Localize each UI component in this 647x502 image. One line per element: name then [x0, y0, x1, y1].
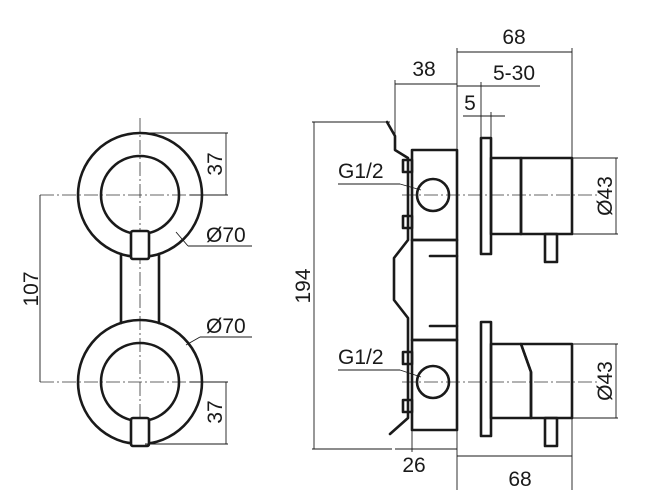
side-wall-bracket: [385, 120, 410, 436]
side-top-inlet-stub-lower: [401, 214, 414, 230]
dim-194-label: 194: [292, 268, 315, 303]
dim-37-bottom: 37: [145, 381, 228, 445]
side-top-inlet-circle: [415, 177, 451, 213]
dim-38-label: 38: [412, 58, 435, 81]
side-view: 194 68 38 5-30 5: [292, 26, 618, 491]
dim-diameter-43-top: Ø43: [572, 157, 618, 235]
dim-68-top-label: 68: [502, 26, 525, 49]
dim-26-label: 26: [402, 454, 425, 477]
dim-107-label: 107: [20, 271, 43, 306]
dim-38: 38: [394, 58, 457, 136]
dim-37-top-label: 37: [204, 152, 227, 175]
dim-68-bottom: 68: [456, 418, 573, 491]
dim-diameter-70-top-label: Ø70: [206, 224, 246, 247]
side-bottom-valve-body: [410, 338, 459, 432]
label-g12-bottom: G1/2: [338, 346, 422, 378]
dim-diameter-70-bottom: Ø70: [185, 315, 252, 346]
side-bottom-inlet-stub-upper: [401, 350, 414, 366]
side-bottom-inlet-stub-lower: [401, 398, 414, 414]
front-bottom-lever-tab: [129, 416, 151, 448]
dim-5-30: 5-30: [457, 62, 540, 138]
dim-107: 107: [20, 195, 43, 382]
label-g12-top: G1/2: [338, 160, 422, 191]
dim-37-top: 37: [145, 132, 228, 196]
dim-diameter-43-bottom: Ø43: [572, 343, 618, 419]
side-top-handle-lever: [543, 232, 559, 264]
side-bottom-handle-lever: [543, 416, 559, 448]
label-g12-top-text: G1/2: [338, 160, 384, 183]
dim-5-label: 5: [464, 92, 476, 115]
side-bottom-inlet-circle: [415, 364, 451, 400]
front-top-lever-tab: [129, 229, 151, 261]
side-top-cover-plate: [479, 136, 493, 256]
dim-5-30-label: 5-30: [493, 62, 535, 85]
side-bottom-cover-plate: [479, 320, 493, 438]
dim-diameter-43-top-label: Ø43: [594, 176, 617, 216]
dim-26: 26: [395, 430, 457, 477]
dim-diameter-43-bottom-label: Ø43: [594, 361, 617, 401]
dim-68-bottom-label: 68: [508, 468, 531, 491]
front-view: 37 107 Ø70 Ø70 37: [20, 118, 252, 448]
side-bottom-handle-body: [519, 342, 574, 420]
side-top-handle-body: [519, 156, 574, 236]
side-top-handle-base: [489, 156, 523, 236]
dim-37-bottom-label: 37: [204, 400, 227, 423]
dim-diameter-70-top: Ø70: [175, 224, 252, 247]
dim-5: 5: [463, 92, 505, 138]
label-g12-bottom-text: G1/2: [338, 346, 384, 369]
side-top-inlet-stub-upper: [401, 158, 414, 174]
dim-68-top: 68: [456, 26, 573, 158]
dim-diameter-70-bottom-label: Ø70: [206, 315, 246, 338]
dim-194: 194: [292, 121, 392, 450]
